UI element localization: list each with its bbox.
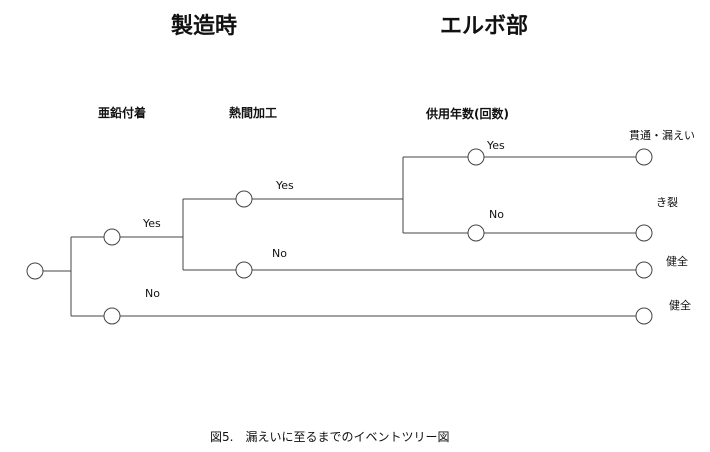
outcome-label-penetration-leak: 貫通・漏えい: [629, 129, 695, 142]
branch-label-service-no: No: [489, 208, 504, 221]
branch-label-hot-yes: Yes: [276, 179, 294, 192]
service-yes-node: [467, 148, 485, 166]
outcome-label-sound-1: 健全: [666, 255, 688, 268]
outcome-label-sound-2: 健全: [669, 299, 691, 312]
hot-no-node: [235, 261, 253, 279]
outcome-sound-node-2: [635, 307, 653, 325]
outcome-sound-node-1: [635, 261, 653, 279]
zinc-no-node: [103, 307, 121, 325]
branch-label-service-yes: Yes: [487, 139, 505, 152]
stage-label-service-years: 供用年数(回数): [426, 107, 509, 121]
hot-yes-node: [235, 190, 253, 208]
branch-label-zinc-no: No: [145, 287, 160, 300]
stage-label-zinc: 亜鉛付着: [98, 106, 147, 120]
header-elbow: エルボ部: [440, 14, 529, 39]
outcome-leak-node: [635, 148, 653, 166]
branch-label-zinc-yes: Yes: [143, 217, 161, 230]
zinc-yes-node: [103, 228, 121, 246]
service-no-node: [467, 224, 485, 242]
figure-caption: 図5. 漏えいに至るまでのイベントツリー図: [210, 430, 450, 444]
stage-label-hot-work: 熱間加工: [229, 106, 278, 120]
outcome-crack-node: [635, 224, 653, 242]
header-manufacturing: 製造時: [171, 14, 238, 39]
branch-label-hot-no: No: [272, 247, 287, 260]
root-node: [26, 262, 44, 280]
outcome-label-crack: き裂: [656, 196, 678, 209]
